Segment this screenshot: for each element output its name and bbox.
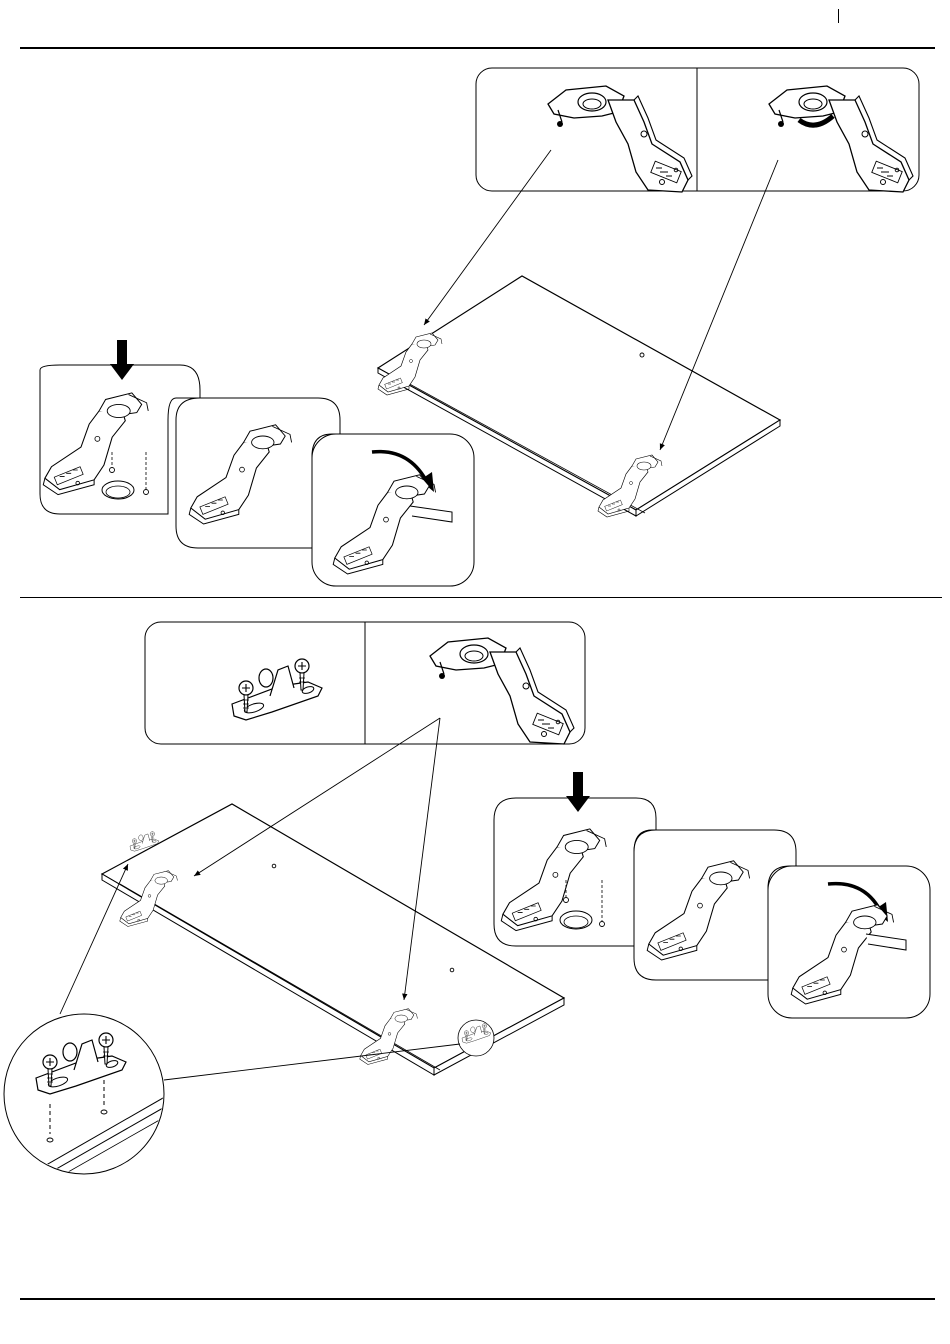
step-2-press-in-sequence bbox=[494, 772, 930, 1018]
door-stop-magnified bbox=[4, 1014, 170, 1188]
step-2-leader-c bbox=[60, 864, 128, 1014]
step-2-stopper-right bbox=[458, 1020, 494, 1056]
